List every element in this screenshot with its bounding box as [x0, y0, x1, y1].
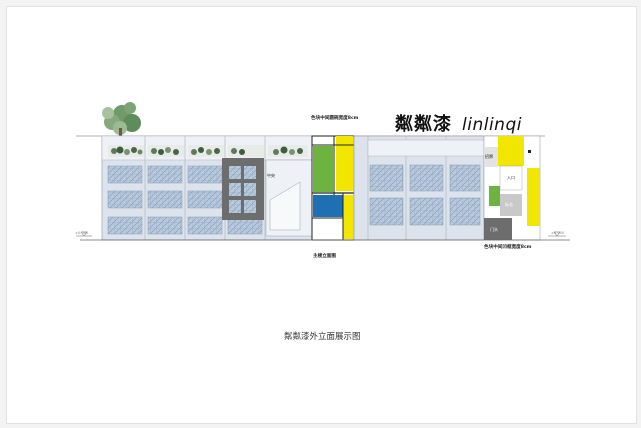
window-grid-right	[369, 164, 481, 226]
main-building-right	[353, 135, 485, 241]
window-grid-left	[107, 165, 263, 235]
label-signage: 招牌	[485, 153, 493, 159]
color-block-note-bottom: 色块中间凹框宽度8cm	[484, 243, 532, 250]
entrance-block: 招牌 入口 标志 门头	[483, 135, 541, 241]
color-block-column	[311, 135, 355, 241]
logo-en: linlinqi	[462, 115, 522, 135]
level-marker-left: ±0.000	[75, 231, 92, 237]
level-marker-right: ±0.000	[548, 231, 566, 237]
drawing-caption: 粼粼漆外立面展示图	[284, 331, 361, 342]
tree-icon	[102, 102, 141, 136]
logo-cn: 粼粼漆	[394, 113, 452, 135]
label-mid-window: 中央	[267, 172, 275, 178]
color-block-note-top: 色块中间圆碗宽度8cm	[311, 114, 359, 121]
label-small-2: 门头	[490, 226, 498, 232]
label-entry: 入口	[507, 175, 515, 180]
level-right: ±0.000	[551, 231, 565, 235]
grey-feature-frame	[222, 158, 264, 220]
label-small-1: 标志	[505, 201, 513, 207]
brand-logo: 粼粼漆 linlinqi	[394, 113, 522, 135]
roof-planters	[108, 145, 308, 157]
main-elevation-label: 主楼立面图	[313, 252, 336, 259]
main-building-left: 中央	[101, 135, 313, 241]
level-left: ±0.000	[75, 231, 89, 235]
